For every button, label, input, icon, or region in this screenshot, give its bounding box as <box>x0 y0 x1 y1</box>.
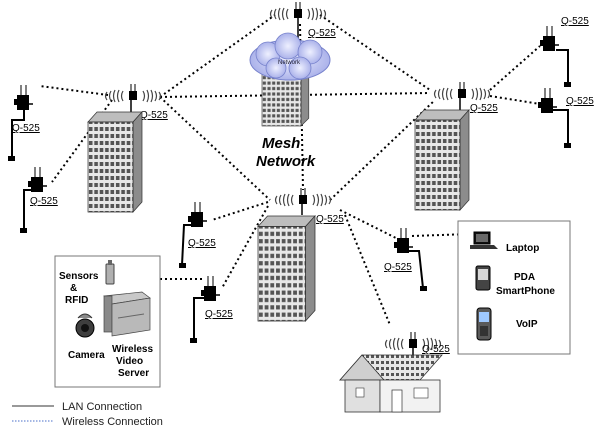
node-label: Q-525 <box>470 103 498 114</box>
node-label: Q-525 <box>422 344 450 355</box>
legend: LAN Connection Wireless Connection <box>12 401 163 428</box>
rfid-label: RFID <box>65 295 88 306</box>
node-label: Q-525 <box>30 196 58 207</box>
mesh-node-top: Q-525 <box>269 1 336 39</box>
network-cloud-label: Network <box>278 60 301 66</box>
mesh-label-line2: Network <box>256 153 316 170</box>
node-label: Q-525 <box>308 28 336 39</box>
building-top-icon: Network <box>249 14 331 127</box>
node-label: Q-525 <box>384 262 412 273</box>
sensors-label: Sensors <box>59 271 99 282</box>
node-label: Q-525 <box>566 96 594 107</box>
sensors-ampersand: & <box>70 283 77 294</box>
client-radio-right-center: Q-525 <box>384 227 414 273</box>
video-server-label-2: Video <box>116 356 143 367</box>
mesh-node-left: Q-525 <box>104 83 168 121</box>
pda-icon <box>475 265 491 291</box>
client-radio-right-mid: Q-525 <box>537 87 594 114</box>
building-left-icon <box>87 96 143 213</box>
node-label: Q-525 <box>188 238 216 249</box>
node-label: Q-525 <box>205 309 233 320</box>
building-right-icon <box>414 94 470 211</box>
sensor-icon <box>105 260 115 285</box>
camera-icon <box>75 313 95 338</box>
mesh-label-line1: Mesh <box>262 135 300 152</box>
node-label: Q-525 <box>12 123 40 134</box>
node-label: Q-525 <box>316 214 344 225</box>
mesh-network-title: Mesh Network <box>256 135 316 170</box>
building-center-icon <box>257 200 316 322</box>
lan-terminals <box>8 82 571 343</box>
voip-phone-icon <box>476 307 492 341</box>
network-cloud-icon: Network <box>249 32 331 81</box>
client-radio-left-lower: Q-525 <box>27 166 58 207</box>
sensors-panel: Sensors & RFID Camera Wireless Video Ser… <box>54 255 161 388</box>
mesh-node-house: Q-525 <box>384 331 450 355</box>
camera-label: Camera <box>68 350 105 361</box>
client-radio-right-top: Q-525 <box>539 16 589 52</box>
mesh-node-center: Q-525 <box>274 187 344 225</box>
mesh-node-right: Q-525 <box>433 81 498 114</box>
house-icon <box>339 344 443 413</box>
voip-label: VoIP <box>516 319 538 330</box>
laptop-label: Laptop <box>506 243 539 254</box>
video-server-icon <box>103 291 151 337</box>
client-radio-sensors: Q-525 <box>200 275 233 320</box>
laptop-icon <box>470 231 498 249</box>
client-radio-top-left: Q-525 <box>12 84 40 134</box>
node-label: Q-525 <box>140 110 168 121</box>
legend-wireless-label: Wireless Connection <box>62 416 163 428</box>
client-radio-center-left: Q-525 <box>187 201 216 249</box>
pda-label: PDA <box>514 272 535 283</box>
video-server-label-3: Server <box>118 368 149 379</box>
video-server-label-1: Wireless <box>112 344 153 355</box>
legend-lan-label: LAN Connection <box>62 401 142 413</box>
devices-panel: Laptop PDA SmartPhone VoIP <box>457 220 571 355</box>
smartphone-label: SmartPhone <box>496 286 555 297</box>
node-label: Q-525 <box>561 16 589 27</box>
